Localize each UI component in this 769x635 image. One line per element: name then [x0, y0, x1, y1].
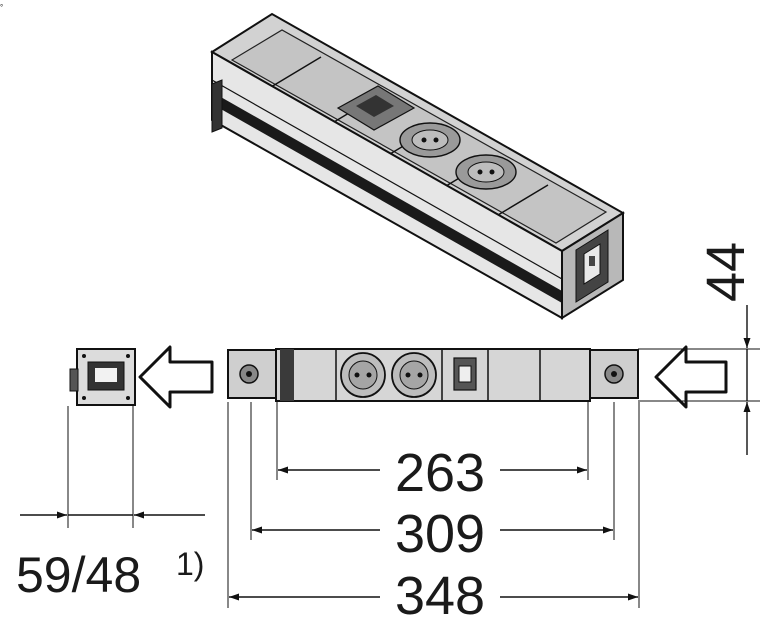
- dim-label-44: 44: [696, 242, 756, 302]
- insertion-arrow-right: [654, 345, 728, 409]
- iso-channel-stripe: [212, 92, 562, 303]
- front-socket-2: [391, 352, 437, 398]
- front-view: [227, 348, 639, 402]
- iso-socket-1: [399, 122, 461, 158]
- isometric-view: [210, 12, 625, 320]
- insertion-arrow-left: [138, 345, 214, 409]
- front-socket-1: [340, 352, 386, 398]
- dim-label-263: 263: [395, 443, 485, 503]
- corner-mark: °: [0, 3, 3, 12]
- iso-data-module: [336, 85, 416, 131]
- dim-label-footnote: 1): [176, 546, 204, 582]
- dim-label-59-48: 59/48: [16, 547, 141, 603]
- end-view: [69, 348, 136, 406]
- dimension-lines: [20, 305, 760, 608]
- dim-label-309: 309: [395, 504, 485, 564]
- dim-label-348: 348: [395, 566, 485, 626]
- iso-socket-2: [455, 154, 517, 190]
